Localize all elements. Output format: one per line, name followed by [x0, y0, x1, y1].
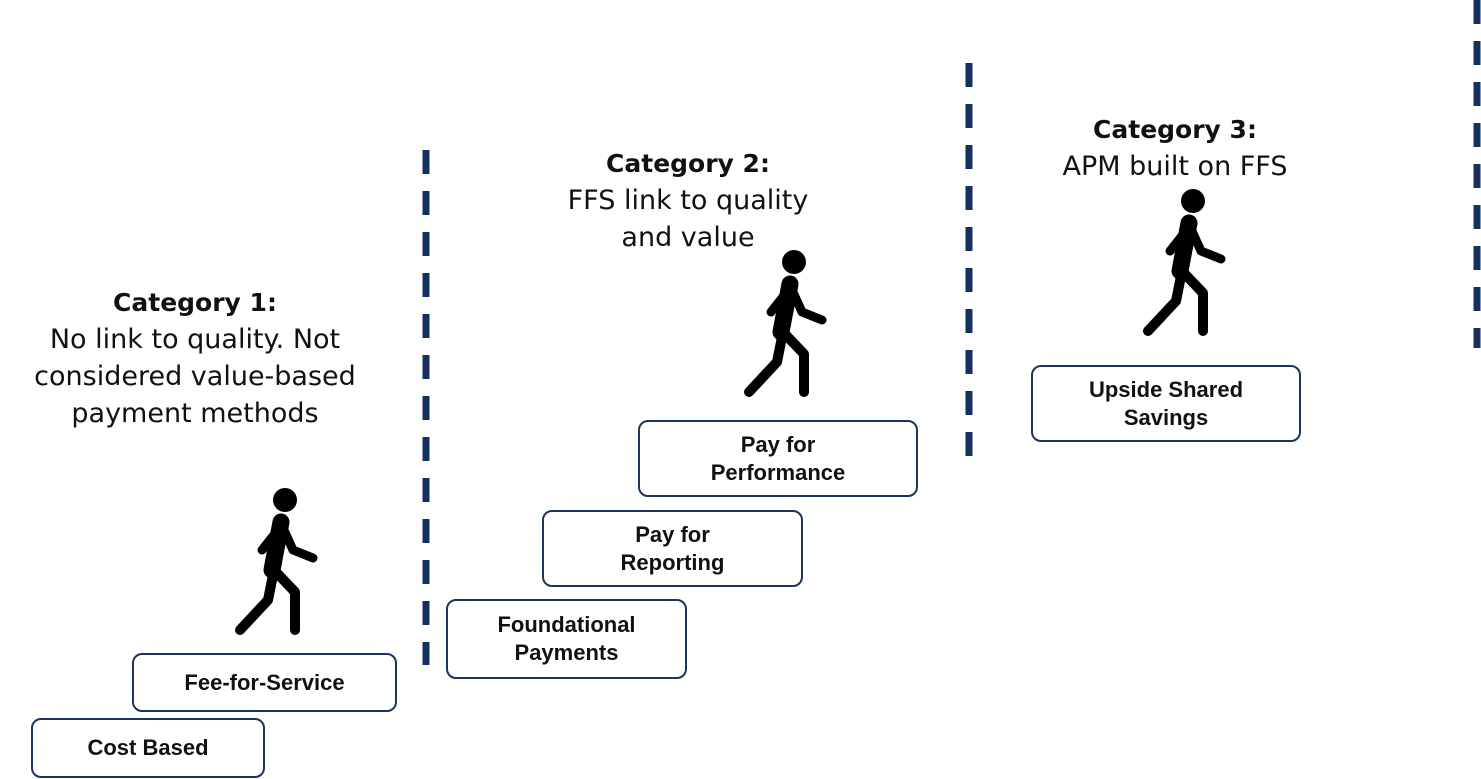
walking-person-icon	[744, 250, 827, 397]
step-cost-based: Cost Based	[31, 718, 265, 778]
category-1-description: No link to quality. Not considered value…	[34, 324, 356, 429]
walking-person-icon	[235, 488, 318, 635]
step-pay-for-reporting: Pay for Reporting	[542, 510, 803, 587]
category-1-label: Category 1: No link to quality. Not cons…	[0, 285, 390, 432]
category-3-title: Category 3:	[1093, 115, 1257, 144]
divider-3	[1473, 0, 1481, 348]
category-1-title: Category 1:	[113, 288, 277, 317]
walking-person-icon	[1143, 189, 1226, 336]
step-upside-shared-savings: Upside Shared Savings	[1031, 365, 1301, 442]
step-pay-for-performance: Pay for Performance	[638, 420, 918, 497]
divider-2	[965, 63, 973, 472]
category-2-description: FFS link to quality and value	[567, 185, 809, 253]
category-2-title: Category 2:	[606, 149, 770, 178]
category-3-label: Category 3: APM built on FFS	[1040, 112, 1310, 185]
step-fee-for-service: Fee-for-Service	[132, 653, 397, 712]
step-foundational-payments: Foundational Payments	[446, 599, 687, 679]
category-2-label: Category 2: FFS link to quality and valu…	[543, 146, 833, 256]
category-3-description: APM built on FFS	[1062, 151, 1288, 182]
divider-1	[422, 150, 430, 665]
